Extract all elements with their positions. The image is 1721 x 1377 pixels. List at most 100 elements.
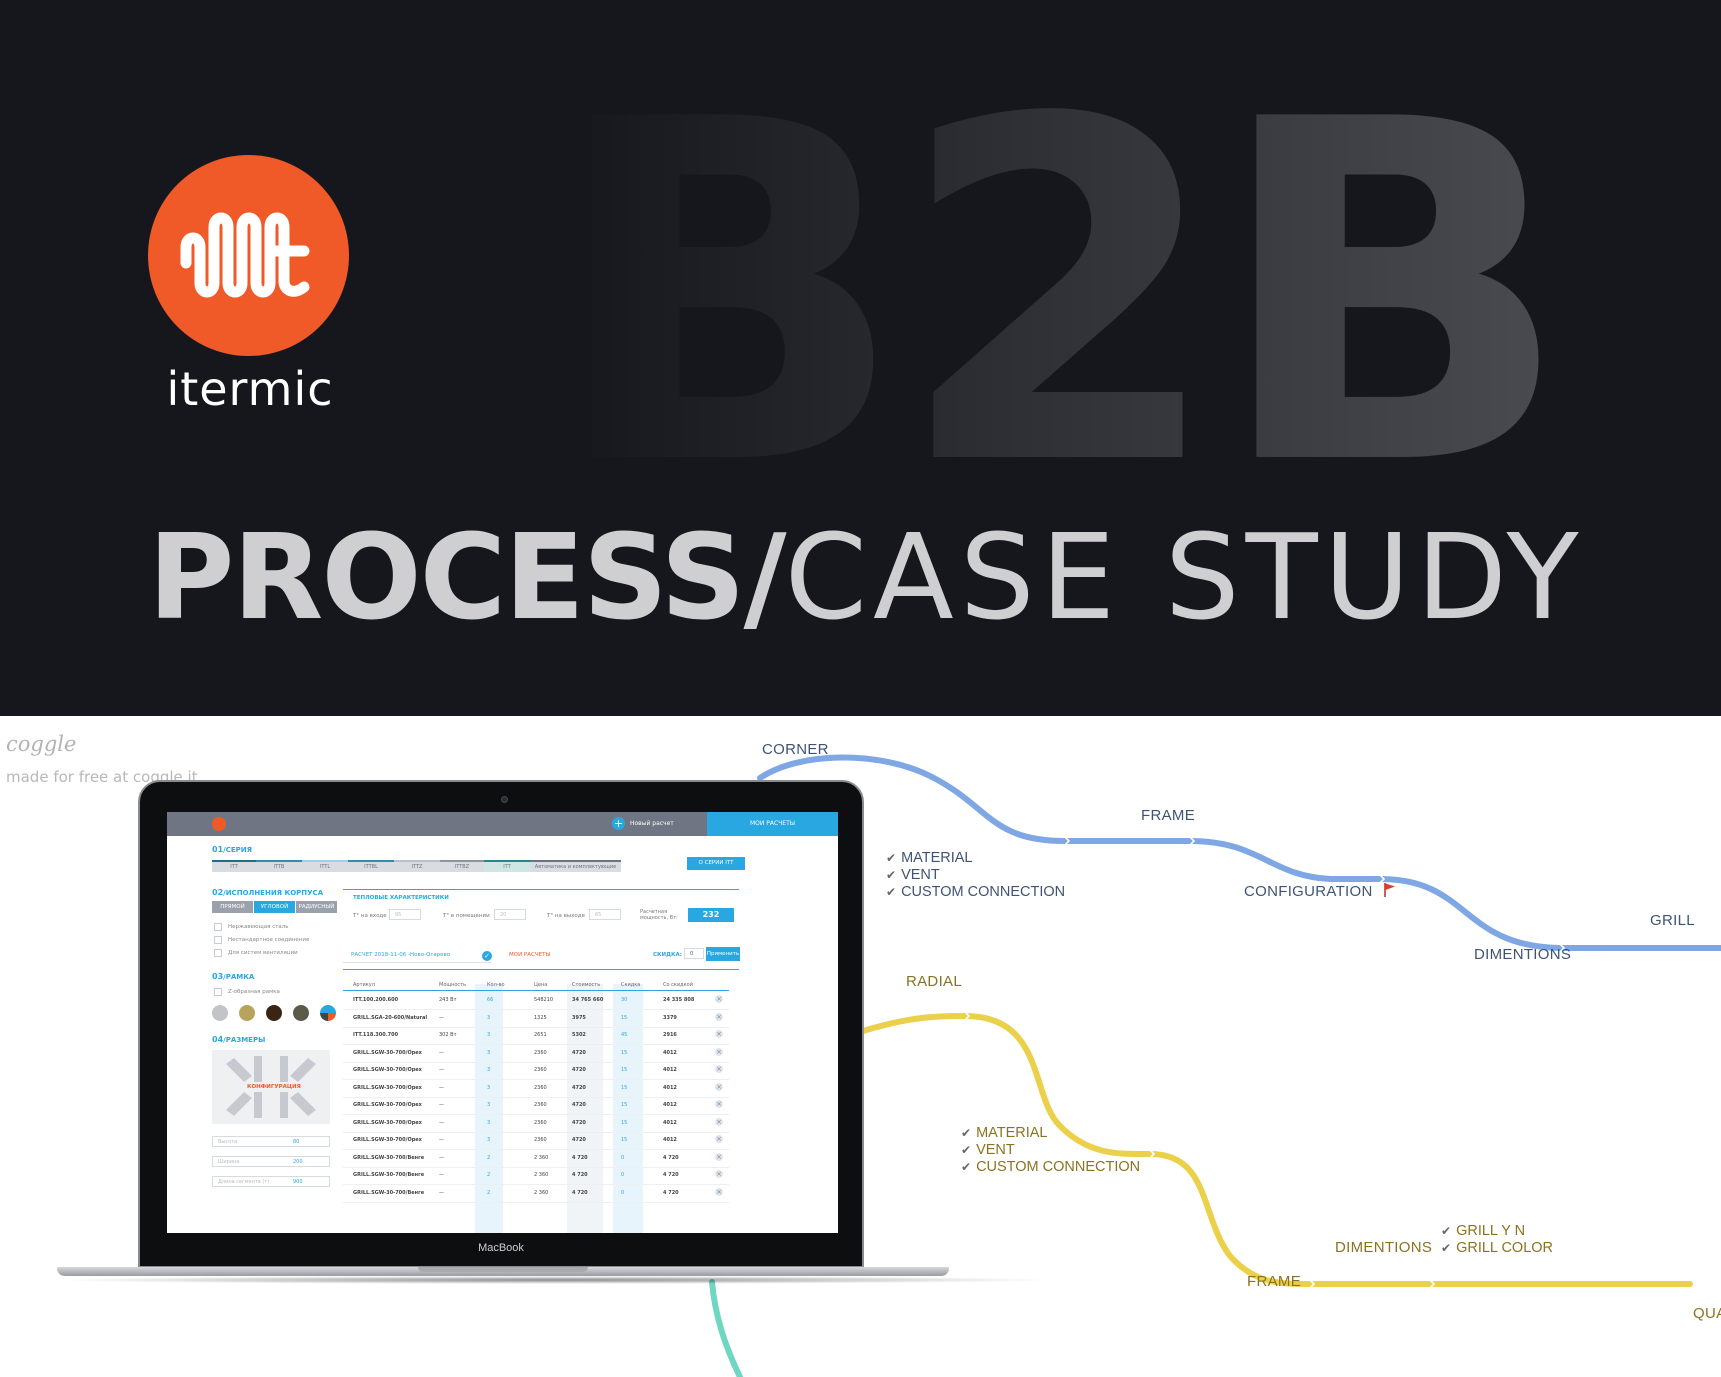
remove-row-icon[interactable]: ×: [715, 1170, 723, 1178]
series-tab[interactable]: ITTB: [256, 860, 302, 872]
check-icon: ✔: [961, 1143, 972, 1157]
color-swatch-custom[interactable]: [320, 1005, 336, 1021]
teal-branch: [709, 1279, 743, 1377]
table-cell[interactable]: 15: [621, 1102, 628, 1108]
table-cell[interactable]: 3: [487, 1137, 491, 1143]
segment-length-input[interactable]: Длина сегмента (т)900: [212, 1176, 330, 1187]
body-tab-straight[interactable]: ПРЯМОЙ: [212, 901, 253, 913]
table-cell[interactable]: 0: [621, 1189, 625, 1196]
option-stainless[interactable]: Нержавеющая сталь: [214, 923, 289, 931]
series-tab[interactable]: ITTZ: [394, 860, 440, 872]
table-header-line: [343, 990, 729, 991]
table-cell[interactable]: 3: [487, 1049, 491, 1056]
remove-row-icon[interactable]: ×: [715, 1065, 723, 1073]
table-cell: 3379: [663, 1014, 677, 1021]
color-swatch-wenge[interactable]: [266, 1005, 282, 1021]
table-cell[interactable]: 0: [621, 1172, 625, 1178]
table-cell[interactable]: 3: [487, 1014, 491, 1021]
table-cell[interactable]: 3: [487, 1032, 491, 1038]
series-tab[interactable]: ITTL: [302, 860, 348, 872]
remove-row-icon[interactable]: ×: [715, 1082, 723, 1091]
confirm-check-icon[interactable]: ✓: [482, 951, 492, 961]
table-cell[interactable]: 3: [487, 1067, 491, 1073]
remove-row-icon[interactable]: ×: [715, 1135, 723, 1143]
option-custom-connection[interactable]: Нестандартное соединение: [214, 936, 309, 944]
table-cell: 4720: [572, 1049, 586, 1056]
t-room-input[interactable]: 20: [494, 909, 526, 920]
remove-row-icon[interactable]: ×: [715, 1187, 723, 1196]
series-tab[interactable]: ITTBZ: [440, 860, 484, 872]
table-cell[interactable]: 2: [487, 1189, 491, 1196]
table-cell[interactable]: 15: [621, 1137, 628, 1143]
table-cell: GRILL.SGW-30-700/Орех: [353, 1049, 422, 1056]
color-swatch-gold[interactable]: [239, 1005, 255, 1021]
t-in-input[interactable]: 95: [389, 909, 421, 920]
table-cell: —: [439, 1084, 444, 1091]
table-cell[interactable]: 30: [621, 997, 628, 1003]
table-cell[interactable]: 15: [621, 1067, 628, 1073]
body-tab-radial[interactable]: РАДИУСНЫЙ: [296, 901, 337, 913]
my-calcs-button[interactable]: МОИ РАСЧЕТЫ: [707, 812, 838, 836]
remove-row-icon[interactable]: ×: [715, 1117, 723, 1126]
calc-name-field[interactable]: РАСЧЕТ 2018-11-06 -Ново-Огарево: [343, 948, 491, 963]
table-cell[interactable]: 15: [621, 1084, 628, 1091]
mind-map-branches: [709, 754, 1721, 1377]
remove-row-icon[interactable]: ×: [715, 1047, 723, 1056]
laptop-mockup: +Новый расчет МОИ РАСЧЕТЫ 01/СЕРИЯ ITT I…: [55, 780, 1055, 1284]
macbook-label: MacBook: [478, 1242, 524, 1254]
remove-row-icon[interactable]: ×: [715, 1012, 723, 1021]
series-tab[interactable]: ITTBL: [348, 860, 394, 872]
table-cell[interactable]: 2: [487, 1154, 491, 1161]
table-cell[interactable]: 15: [621, 1049, 628, 1056]
table-cell[interactable]: 3: [487, 1102, 491, 1108]
branch-chevrons: [964, 836, 1566, 1289]
thermal-divider: [343, 889, 739, 890]
configuration-preview[interactable]: КОНФИГУРАЦИЯ: [212, 1050, 330, 1124]
table-cell[interactable]: 15: [621, 1014, 628, 1021]
series-dropdown[interactable]: Автоматика и комплектующие: [530, 860, 621, 872]
table-cell[interactable]: 66: [487, 997, 494, 1003]
t-out-input[interactable]: 65: [589, 909, 621, 920]
check-item: ✔GRILL COLOR: [1441, 1240, 1554, 1256]
discount-label: СКИДКА:: [653, 952, 682, 958]
table-cell[interactable]: 15: [621, 1119, 628, 1126]
series-tab[interactable]: ITT: [212, 860, 256, 872]
about-series-button[interactable]: О СЕРИИ ITT: [687, 857, 745, 870]
discount-input[interactable]: 0: [684, 948, 704, 959]
remove-row-icon[interactable]: ×: [715, 1100, 723, 1108]
table-cell[interactable]: 3: [487, 1119, 491, 1126]
checkbox-icon: [214, 936, 222, 944]
my-calcs-link[interactable]: МОИ РАСЧЕТЫ: [509, 952, 551, 958]
remove-row-icon[interactable]: ×: [715, 1030, 723, 1038]
apply-button[interactable]: Применить: [706, 947, 740, 961]
option-z-frame[interactable]: Z-образная рамка: [214, 988, 280, 996]
remove-row-icon[interactable]: ×: [715, 995, 723, 1003]
table-cell[interactable]: 0: [621, 1154, 625, 1161]
section-series-title: 01/СЕРИЯ: [212, 845, 252, 854]
color-swatch-gray[interactable]: [212, 1005, 228, 1021]
series-tab[interactable]: ITT: [484, 860, 530, 872]
table-cell[interactable]: 2: [487, 1172, 491, 1178]
app-logo-icon[interactable]: [212, 817, 226, 831]
color-swatch-olive[interactable]: [293, 1005, 309, 1021]
body-tab-corner[interactable]: УГЛОВОЙ: [254, 901, 295, 913]
table-cell[interactable]: 45: [621, 1032, 628, 1038]
table-cell[interactable]: 3: [487, 1084, 491, 1091]
remove-row-icon[interactable]: ×: [715, 1152, 723, 1161]
new-calc-button[interactable]: +Новый расчет: [612, 817, 674, 830]
option-ventilation[interactable]: Для систем вентиляции: [214, 949, 298, 957]
